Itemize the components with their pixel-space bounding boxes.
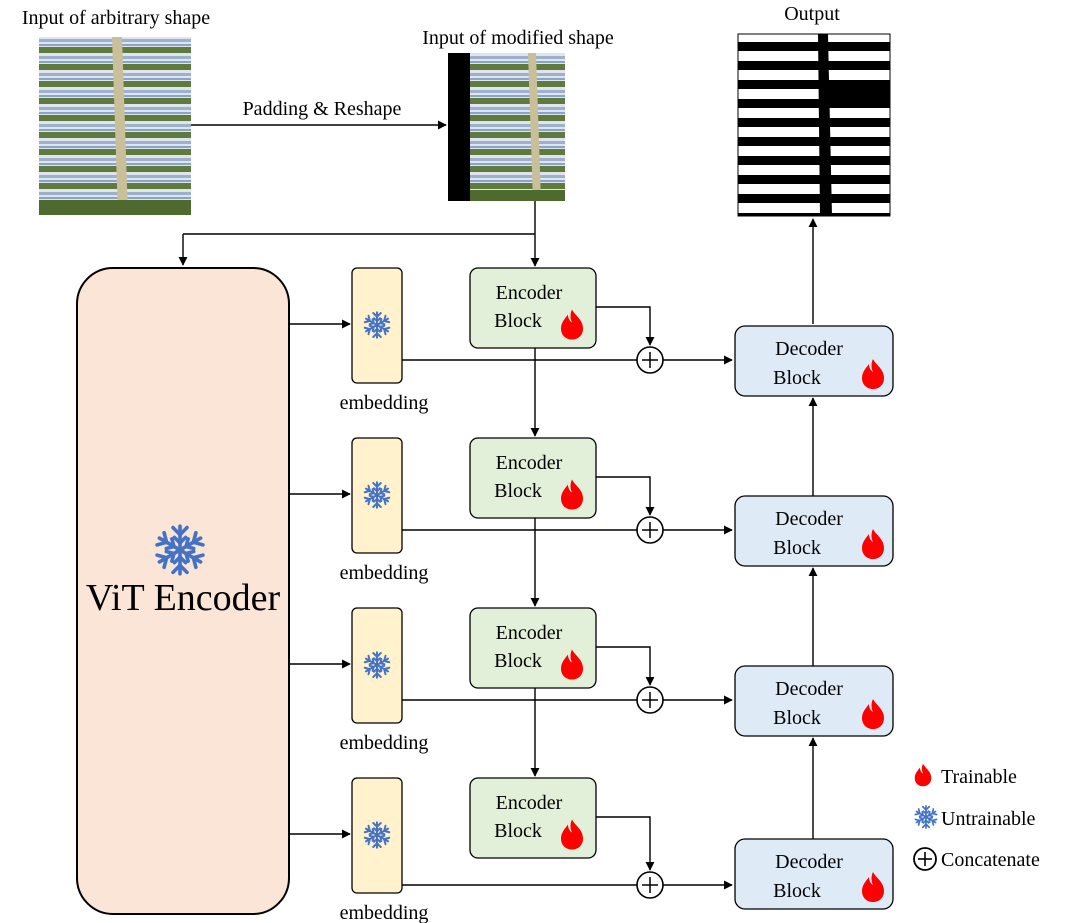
decoder-label-line2: Block [773, 880, 821, 902]
output-label: Output [784, 3, 840, 25]
output-segmentation-image [737, 33, 891, 217]
concatenate-node [636, 871, 664, 899]
input-arbitrary-image [39, 37, 191, 215]
embedding-box [351, 607, 403, 724]
encoder-label-line1: Encoder [496, 792, 563, 814]
embedding-label: embedding [340, 732, 429, 754]
decoder-label-line2: Block [773, 537, 821, 559]
encoder-to-concat-arrow [596, 646, 655, 686]
encoder-label-line1: Encoder [496, 452, 563, 474]
encoder-label-line2: Block [494, 820, 542, 842]
encoder-to-concat-arrow [596, 306, 655, 346]
encoder-to-concat-arrow [596, 816, 655, 871]
concatenate-node [636, 686, 664, 714]
decoder-label-line1: Decoder [775, 678, 843, 700]
decoder-label-line1: Decoder [775, 508, 843, 530]
circled-plus-icon [913, 847, 937, 871]
encoder-label-line1: Encoder [496, 282, 563, 304]
embedding-box [351, 777, 403, 894]
decoder-label-line2: Block [773, 367, 821, 389]
embedding-box [351, 267, 403, 384]
concatenate-node [636, 346, 664, 374]
embedding-box [351, 437, 403, 554]
padding-reshape-label: Padding & Reshape [243, 98, 402, 120]
vit-encoder: ViT Encoder [76, 267, 290, 915]
legend-concatenate: Concatenate [941, 849, 1040, 871]
input-arbitrary-label: Input of arbitrary shape [22, 7, 210, 29]
input-modified-label: Input of modified shape [422, 27, 614, 49]
vit-encoder-label: ViT Encoder [86, 577, 281, 619]
encoder-label-line2: Block [494, 480, 542, 502]
encoder-label-line2: Block [494, 310, 542, 332]
legend: Trainable Untrainable Concatenate [913, 763, 1040, 871]
decoder-label-line1: Decoder [775, 851, 843, 873]
flame-icon [914, 763, 932, 787]
concatenate-node [636, 516, 664, 544]
embedding-label: embedding [340, 562, 429, 584]
decoder-label-line2: Block [773, 707, 821, 729]
stages: embeddingEncoderBlockDecoderBlockembeddi… [290, 267, 894, 923]
input-modified-image [448, 53, 565, 201]
legend-untrainable: Untrainable [941, 808, 1036, 830]
snowflake-icon [915, 806, 937, 828]
embedding-label: embedding [340, 392, 429, 414]
encoder-to-concat-arrow [596, 476, 655, 516]
encoder-label-line2: Block [494, 650, 542, 672]
encoder-label-line1: Encoder [496, 622, 563, 644]
decoder-label-line1: Decoder [775, 338, 843, 360]
legend-trainable: Trainable [941, 766, 1017, 788]
embedding-label: embedding [340, 902, 429, 923]
